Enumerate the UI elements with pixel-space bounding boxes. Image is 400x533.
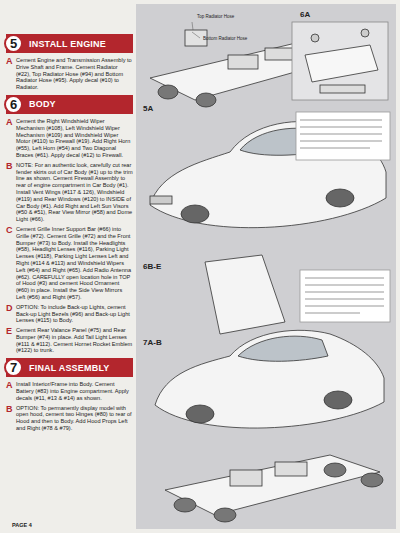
callout-label: 7A-B [143,338,162,347]
step-number: 5 [4,34,23,53]
instruction-column: 5INSTALL ENGINEACement Engine and Transm… [6,30,133,435]
instruction-row: DOPTION: To include Back-up Lights, ceme… [6,304,133,324]
instruction-text: NOTE: For an authentic look, carefully c… [16,162,133,223]
step-letter: A [6,381,16,401]
callout-label: Bottom Radiator Hose [203,36,247,41]
step-letter: A [6,57,16,91]
step-title: FINAL ASSEMBLY [29,363,109,373]
callout-label: 6B-E [143,262,161,271]
instruction-row: ACement Engine and Transmission Assembly… [6,57,133,91]
step-letter: B [6,162,16,223]
instruction-text: Cement the Right Windshield Wiper Mechan… [16,118,133,159]
instruction-row: BNOTE: For an authentic look, carefully … [6,162,133,223]
step-number: 6 [4,95,23,114]
instruction-text: Cement Engine and Transmission Assembly … [16,57,133,91]
instruction-row: CCement Grille Inner Support Bar (#66) i… [6,226,133,301]
step-title: INSTALL ENGINE [29,39,106,49]
callout-label: 5A [143,104,153,113]
instruction-row: BOPTION: To permanently display model wi… [6,405,133,432]
step-letter: E [6,327,16,354]
step-title: BODY [29,99,56,109]
instruction-row: AInstall Interior/Frame into Body. Cemen… [6,381,133,401]
instruction-row: ACement the Right Windshield Wiper Mecha… [6,118,133,159]
instruction-text: Cement Rear Valance Panel (#75) and Rear… [16,327,133,354]
step-letter: D [6,304,16,324]
instruction-text: Cement Grille Inner Support Bar (#66) in… [16,226,133,301]
step-band: 7 FINAL ASSEMBLY [6,358,133,377]
step-letter: A [6,118,16,159]
step-band: 6 BODY [6,95,133,114]
instruction-text: OPTION: To include Back-up Lights, cemen… [16,304,133,324]
callout-label: Top Radiator Hose [197,14,234,19]
instruction-text: Install Interior/Frame into Body. Cement… [16,381,133,401]
step-letter: C [6,226,16,301]
instruction-text: OPTION: To permanently display model wit… [16,405,133,432]
step-band: 5 INSTALL ENGINE [6,34,133,53]
instruction-row: ECement Rear Valance Panel (#75) and Rea… [6,327,133,354]
callout-label: 6A [300,10,310,19]
step-letter: B [6,405,16,432]
callout-label: PAGE 4 [12,522,32,528]
step-number: 7 [4,358,23,377]
